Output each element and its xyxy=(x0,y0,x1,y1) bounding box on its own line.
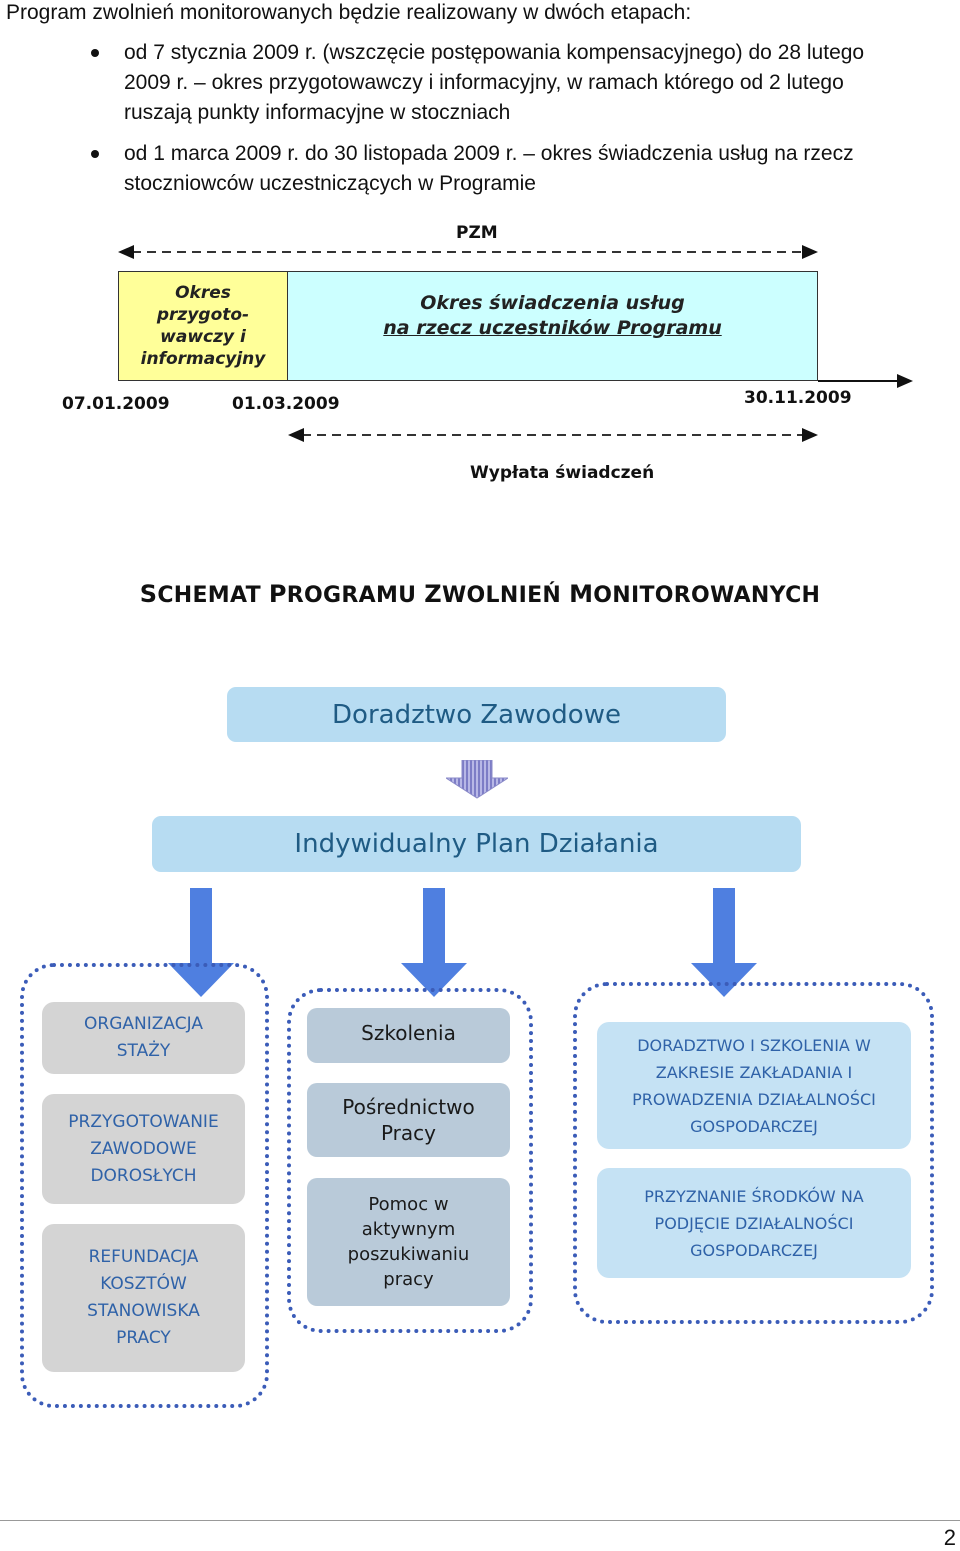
training-box: Szkolenia xyxy=(307,1008,510,1063)
prep-box-line-3: wawczy i xyxy=(160,327,246,347)
box-text-line: KOSZTÓW xyxy=(100,1274,187,1294)
middle-group-frame xyxy=(287,988,533,1333)
prep-box-line-2: przygoto- xyxy=(156,305,250,325)
service-period-box: Okres świadczenia usług na rzecz uczestn… xyxy=(288,271,818,381)
box-text-line: GOSPODARCZEJ xyxy=(690,1240,818,1260)
title-word: SCHEMAT xyxy=(139,580,261,608)
box-text-line: ZAWODOWE xyxy=(90,1138,197,1159)
bullet-item-1: od 7 stycznia 2009 r. (wszczęcie postępo… xyxy=(124,38,960,128)
business-counseling-box: DORADZTWO I SZKOLENIA W ZAKRESIE ZAKŁADA… xyxy=(597,1022,911,1149)
box-text-line: Szkolenia xyxy=(361,1021,456,1045)
schema-title: SCHEMAT PROGRAMU ZWOLNIEŃ MONITOROWANYCH xyxy=(0,580,960,608)
adult-vocational-training-box: PRZYGOTOWANIE ZAWODOWE DOROSŁYCH xyxy=(42,1094,245,1204)
box-text-line: ORGANIZACJA xyxy=(84,1014,203,1034)
box-text-line: aktywnym xyxy=(361,1219,456,1240)
bullet-dot xyxy=(91,49,99,57)
bullet-item-2: od 1 marca 2009 r. do 30 listopada 2009 … xyxy=(124,139,960,199)
bullet-2-line-2: stoczniowców uczestniczących w Programie xyxy=(124,172,536,195)
branch-arrows xyxy=(168,888,757,997)
prep-box-line-4: informacyjny xyxy=(140,349,266,369)
bullet-1-line-3: ruszają punkty informacyjne w stoczniach xyxy=(124,101,511,124)
box-text-line: PRZYGOTOWANIE xyxy=(68,1111,219,1132)
box-text-line: DORADZTWO I SZKOLENIA W xyxy=(637,1035,871,1055)
box-text-line: PRZYZNANIE ŚRODKÓW NA xyxy=(644,1186,864,1206)
right-group-frame xyxy=(573,982,934,1324)
bullet-2-line-1: od 1 marca 2009 r. do 30 listopada 2009 … xyxy=(124,142,854,165)
box-text-line: pracy xyxy=(383,1269,434,1290)
date-start: 07.01.2009 xyxy=(62,394,170,414)
title-word: MONITOROWANYCH xyxy=(569,580,821,608)
career-counseling-label: Doradztwo Zawodowe xyxy=(332,699,621,730)
timeline-bottom-label: Wypłata świadczeń xyxy=(470,463,655,483)
business-funding-box: PRZYZNANIE ŚRODKÓW NA PODJĘCIE DZIAŁALNO… xyxy=(597,1168,911,1278)
box-text-line: DOROSŁYCH xyxy=(90,1165,197,1186)
prep-box-line-1: Okres xyxy=(175,283,231,303)
page-number: 2 xyxy=(943,1525,956,1550)
workstation-cost-refund-box: REFUNDACJA KOSZTÓW STANOWISKA PRACY xyxy=(42,1224,245,1372)
individual-action-plan-label: Indywidualny Plan Działania xyxy=(294,829,659,859)
career-counseling-box: Doradztwo Zawodowe xyxy=(227,687,726,742)
down-arrow-icon xyxy=(691,888,757,997)
box-text-line: Pracy xyxy=(380,1121,436,1145)
box-text-line: PODJĘCIE DZIAŁALNOŚCI xyxy=(654,1213,854,1233)
preparatory-period-box: Okres przygoto- wawczy i informacyjny xyxy=(118,271,288,381)
down-arrow-icon xyxy=(401,888,467,997)
title-word: PROGRAMU xyxy=(268,580,417,608)
box-text-line: ZAKRESIE ZAKŁADANIA I xyxy=(655,1062,853,1082)
down-arrow-icon xyxy=(446,760,508,799)
bullet-1-line-2: 2009 r. – okres przygotowawczy i informa… xyxy=(124,71,844,94)
date-mid: 01.03.2009 xyxy=(232,394,340,414)
timeline-top-label: PZM xyxy=(456,223,498,243)
title-word: ZWOLNIEŃ xyxy=(424,580,562,608)
bullet-1-line-1: od 7 stycznia 2009 r. (wszczęcie postępo… xyxy=(124,41,865,64)
individual-action-plan-box: Indywidualny Plan Działania xyxy=(152,816,801,872)
intro-text: Program zwolnień monitorowanych będzie r… xyxy=(6,1,692,24)
box-text-line: Pośrednictwo xyxy=(342,1095,475,1119)
service-box-line-2: na rzecz uczestników Programu xyxy=(383,317,722,339)
box-text-line: PROWADZENIA DZIAŁALNOŚCI xyxy=(632,1089,876,1109)
box-text-line: STANOWISKA xyxy=(87,1301,200,1321)
box-text-line: REFUNDACJA xyxy=(88,1247,199,1267)
service-box-line-1: Okres świadczenia usług xyxy=(420,292,685,314)
job-search-assistance-box: Pomoc w aktywnym poszukiwaniu pracy xyxy=(307,1178,510,1306)
box-text-line: Pomoc w xyxy=(368,1194,449,1215)
box-text-line: PRACY xyxy=(116,1328,171,1348)
box-text-line: GOSPODARCZEJ xyxy=(690,1116,818,1136)
date-end: 30.11.2009 xyxy=(744,388,852,408)
left-group-frame xyxy=(20,963,269,1408)
box-text-line: poszukiwaniu xyxy=(347,1244,470,1265)
footer-divider xyxy=(0,1520,960,1521)
internship-organization-box: ORGANIZACJA STAŻY xyxy=(42,1002,245,1074)
timeline-arrows xyxy=(118,245,913,442)
bullet-dot xyxy=(91,150,99,158)
job-placement-box: Pośrednictwo Pracy xyxy=(307,1083,510,1157)
box-text-line: STAŻY xyxy=(116,1041,171,1061)
down-arrow-icon xyxy=(168,888,234,997)
